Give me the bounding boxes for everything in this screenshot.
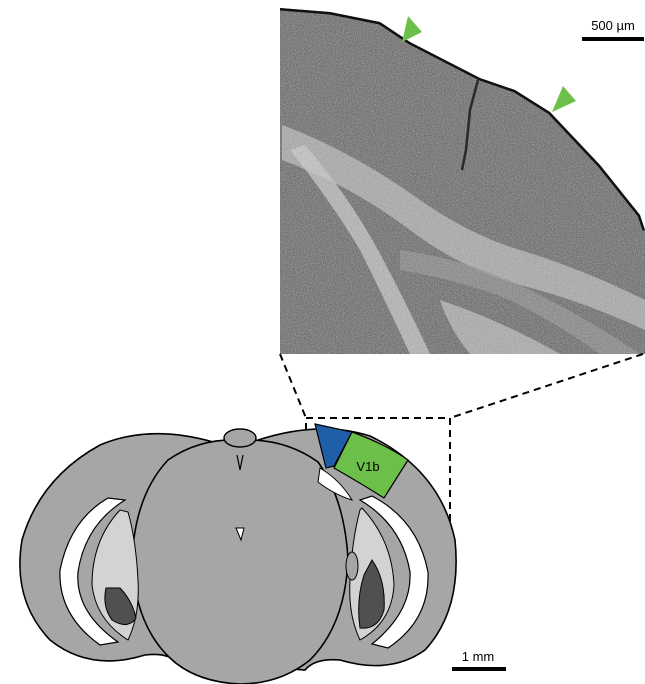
atlas-scale-bar-label: 1 mm (462, 649, 495, 664)
v1b-region-label: V1b (356, 459, 379, 474)
arrowhead-marker-2 (552, 86, 576, 112)
micrograph-panel: 500 µm (276, 0, 645, 360)
coronal-atlas-section: V1b 1 mm (20, 424, 506, 684)
micrograph-scale-bar: 500 µm (582, 18, 644, 41)
pineal-structure (224, 429, 256, 447)
arrowhead-marker-1 (402, 16, 422, 42)
brainstem-midbrain (132, 440, 348, 684)
atlas-scale-bar: 1 mm (452, 649, 506, 671)
right-small-structure (346, 552, 358, 580)
micrograph-scale-bar-label: 500 µm (591, 18, 635, 33)
